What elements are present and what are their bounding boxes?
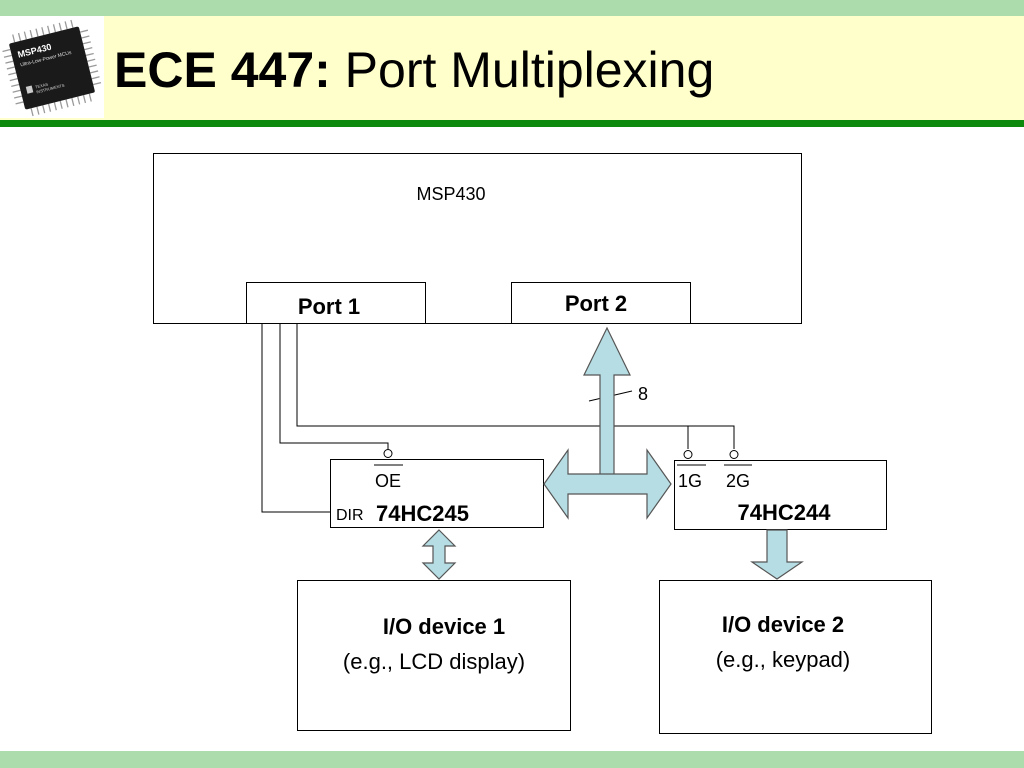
bottom-band: [0, 751, 1024, 768]
mcu-label: MSP430: [416, 184, 485, 204]
hc-bus-arrow: [543, 448, 672, 520]
header-divider: [0, 120, 1024, 127]
port2-box: [511, 282, 691, 324]
top-band: [0, 0, 1024, 16]
course-code: ECE 447:: [114, 42, 331, 98]
device1-bus-arrow: [421, 529, 457, 580]
port1-label: Port 1: [298, 294, 360, 319]
dir-wire: [261, 324, 330, 513]
chip-icon: MSP430 Ultra-Low-Power MCUs TEXAS INSTRU…: [2, 19, 102, 117]
hc245-label: 74HC245: [376, 501, 469, 526]
slide-topic: Port Multiplexing: [330, 42, 715, 98]
g-enable-wire: [296, 324, 735, 449]
device2-title: I/O device 2: [722, 612, 844, 637]
port2-bus-arrow: [583, 326, 631, 476]
port1-box: [246, 282, 426, 324]
port2-label: Port 2: [565, 291, 627, 316]
oe-pin-label: OE: [375, 471, 401, 491]
dir-pin-label: DIR: [336, 507, 364, 524]
slide-title: ECE 447: Port Multiplexing: [114, 40, 714, 100]
oe-bubble: [383, 449, 393, 458]
msp430-chip-logo: MSP430 Ultra-Low-Power MCUs TEXAS INSTRU…: [0, 16, 104, 118]
2g-bubble: [729, 450, 739, 459]
2g-pin-label: 2G: [726, 471, 750, 491]
1g-bubble: [683, 450, 693, 459]
maker-line2-text: INSTRUMENTS: [36, 83, 66, 95]
device1-title: I/O device 1: [383, 614, 505, 639]
oe-wire: [279, 324, 389, 449]
1g-pin-label: 1G: [678, 471, 702, 491]
device1-box: [297, 580, 571, 731]
maker-line1-text: TEXAS: [35, 81, 49, 89]
hc245-box: [330, 459, 544, 528]
device2-input-arrow: [750, 529, 804, 580]
bus-width-label: 8: [638, 384, 648, 404]
device2-example: (e.g., keypad): [716, 647, 851, 672]
title-bar: [0, 16, 1024, 120]
hc244-label: 74HC244: [738, 500, 832, 525]
msp430-box: [153, 153, 802, 324]
device1-example: (e.g., LCD display): [343, 649, 525, 674]
device2-box: [659, 580, 932, 734]
